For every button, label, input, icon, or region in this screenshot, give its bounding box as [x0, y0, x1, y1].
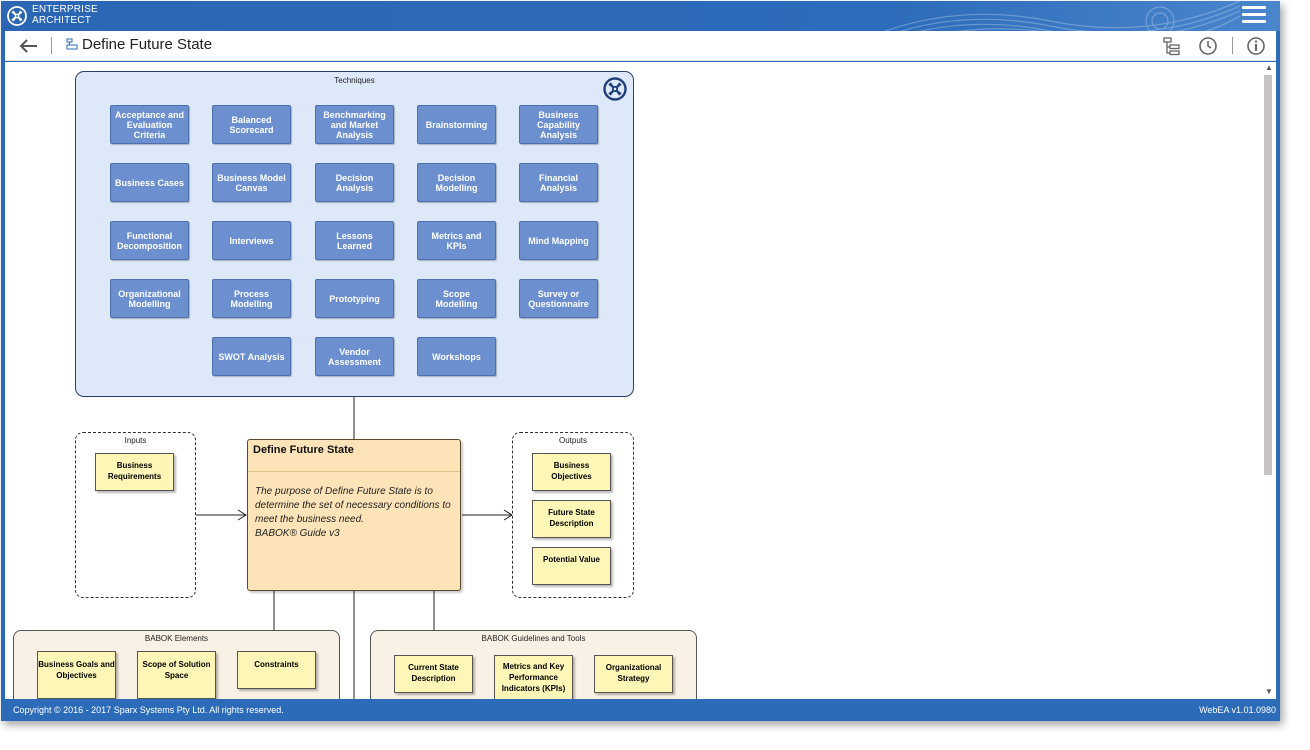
technique-item[interactable]: Interviews [212, 221, 291, 260]
header-decoration [883, 1, 1240, 31]
page-title: Define Future State [82, 36, 213, 53]
technique-item[interactable]: Business Cases [110, 163, 189, 202]
copyright-text: Copyright © 2016 - 2017 Sparx Systems Pt… [13, 705, 284, 715]
output-item[interactable]: Future State Description [532, 500, 611, 538]
activity-name: Define Future State [253, 444, 354, 456]
scrollbar-thumb[interactable] [1264, 75, 1272, 475]
technique-item[interactable]: Prototyping [315, 279, 394, 318]
technique-item[interactable]: Acceptance and Evaluation Criteria [110, 105, 189, 144]
technique-item[interactable]: Mind Mapping [519, 221, 598, 260]
toolbar-divider [51, 37, 52, 54]
footer: Copyright © 2016 - 2017 Sparx Systems Pt… [5, 700, 1276, 720]
outputs-title: Outputs [558, 436, 587, 445]
technique-item[interactable]: Decision Analysis [315, 163, 394, 202]
technique-item[interactable]: Survey or Questionnaire [519, 279, 598, 318]
tree-icon[interactable] [1162, 36, 1182, 56]
techniques-title: Techniques [334, 76, 375, 85]
output-item[interactable]: Business Objectives [532, 453, 611, 491]
ea-logo-icon [7, 6, 27, 26]
activity-desc-text: The purpose of Define Future State is to… [255, 486, 451, 525]
version-text: WebEA v1.01.0980 [1199, 705, 1276, 715]
diagram-icon [66, 38, 78, 50]
ea-package-logo-icon [603, 77, 627, 101]
babok-guidelines-package[interactable]: BABOK Guidelines and Tools Current State… [370, 630, 697, 699]
toolbar: Define Future State [5, 31, 1276, 61]
babok-guideline-item[interactable]: Metrics and Key Performance Indicators (… [494, 655, 573, 699]
activity-desc-source: BABOK® Guide v3 [255, 528, 340, 539]
babok-elements-title: BABOK Elements [144, 634, 209, 643]
window-frame: ENTERPRISE ARCHITECT Define Future State [1, 1, 1280, 721]
technique-item[interactable]: Process Modelling [212, 279, 291, 318]
activity-header: Define Future State [248, 440, 460, 472]
babok-guidelines-title: BABOK Guidelines and Tools [481, 634, 586, 643]
technique-item[interactable]: Organizational Modelling [110, 279, 189, 318]
babok-guideline-item[interactable]: Current State Description [394, 655, 473, 693]
back-arrow-icon[interactable] [17, 37, 39, 55]
technique-item[interactable]: Balanced Scorecard [212, 105, 291, 144]
scroll-up-arrow-icon[interactable]: ▲ [1265, 63, 1273, 72]
babok-elements-package[interactable]: BABOK Elements Business Goals and Object… [13, 630, 340, 699]
technique-item[interactable]: Metrics and KPIs [417, 221, 496, 260]
toolbar-divider [1232, 37, 1233, 54]
technique-item[interactable]: Functional Decomposition [110, 221, 189, 260]
history-icon[interactable] [1198, 36, 1218, 56]
inputs-group[interactable]: Inputs Business Requirements [75, 432, 196, 598]
hamburger-menu-icon[interactable] [1242, 6, 1266, 26]
technique-item[interactable]: SWOT Analysis [212, 337, 291, 376]
technique-item[interactable]: Brainstorming [417, 105, 496, 144]
brand-line-1: ENTERPRISE [32, 4, 98, 15]
technique-item[interactable]: Business Capability Analysis [519, 105, 598, 144]
technique-item[interactable]: Decision Modelling [417, 163, 496, 202]
info-icon[interactable] [1246, 36, 1266, 56]
scroll-down-arrow-icon[interactable]: ▼ [1265, 687, 1273, 696]
technique-item[interactable]: Business Model Canvas [212, 163, 291, 202]
input-item[interactable]: Business Requirements [95, 453, 174, 491]
activity-description: The purpose of Define Future State is to… [255, 485, 455, 541]
technique-item[interactable]: Scope Modelling [417, 279, 496, 318]
technique-item[interactable]: Lessons Learned [315, 221, 394, 260]
technique-item[interactable]: Vendor Assessment [315, 337, 394, 376]
define-future-state-activity[interactable]: Define Future State The purpose of Defin… [247, 439, 461, 591]
technique-item[interactable]: Workshops [417, 337, 496, 376]
inputs-title: Inputs [124, 436, 147, 445]
technique-item[interactable]: Financial Analysis [519, 163, 598, 202]
brand-line-2: ARCHITECT [32, 15, 92, 26]
babok-element-item[interactable]: Business Goals and Objectives [37, 651, 116, 699]
outputs-group[interactable]: Outputs Business Objectives Future State… [512, 432, 634, 598]
top-header: ENTERPRISE ARCHITECT [1, 1, 1280, 31]
babok-guideline-item[interactable]: Organizational Strategy [594, 655, 673, 693]
technique-item[interactable]: Benchmarking and Market Analysis [315, 105, 394, 144]
techniques-package[interactable]: Techniques Acceptance and Evaluation Cri… [75, 71, 634, 397]
babok-element-item[interactable]: Scope of Solution Space [137, 651, 216, 699]
output-item[interactable]: Potential Value [532, 547, 611, 585]
brand-name: ENTERPRISE ARCHITECT [32, 4, 98, 26]
diagram-canvas[interactable]: Techniques Acceptance and Evaluation Cri… [5, 62, 1276, 699]
babok-element-item[interactable]: Constraints [237, 651, 316, 689]
